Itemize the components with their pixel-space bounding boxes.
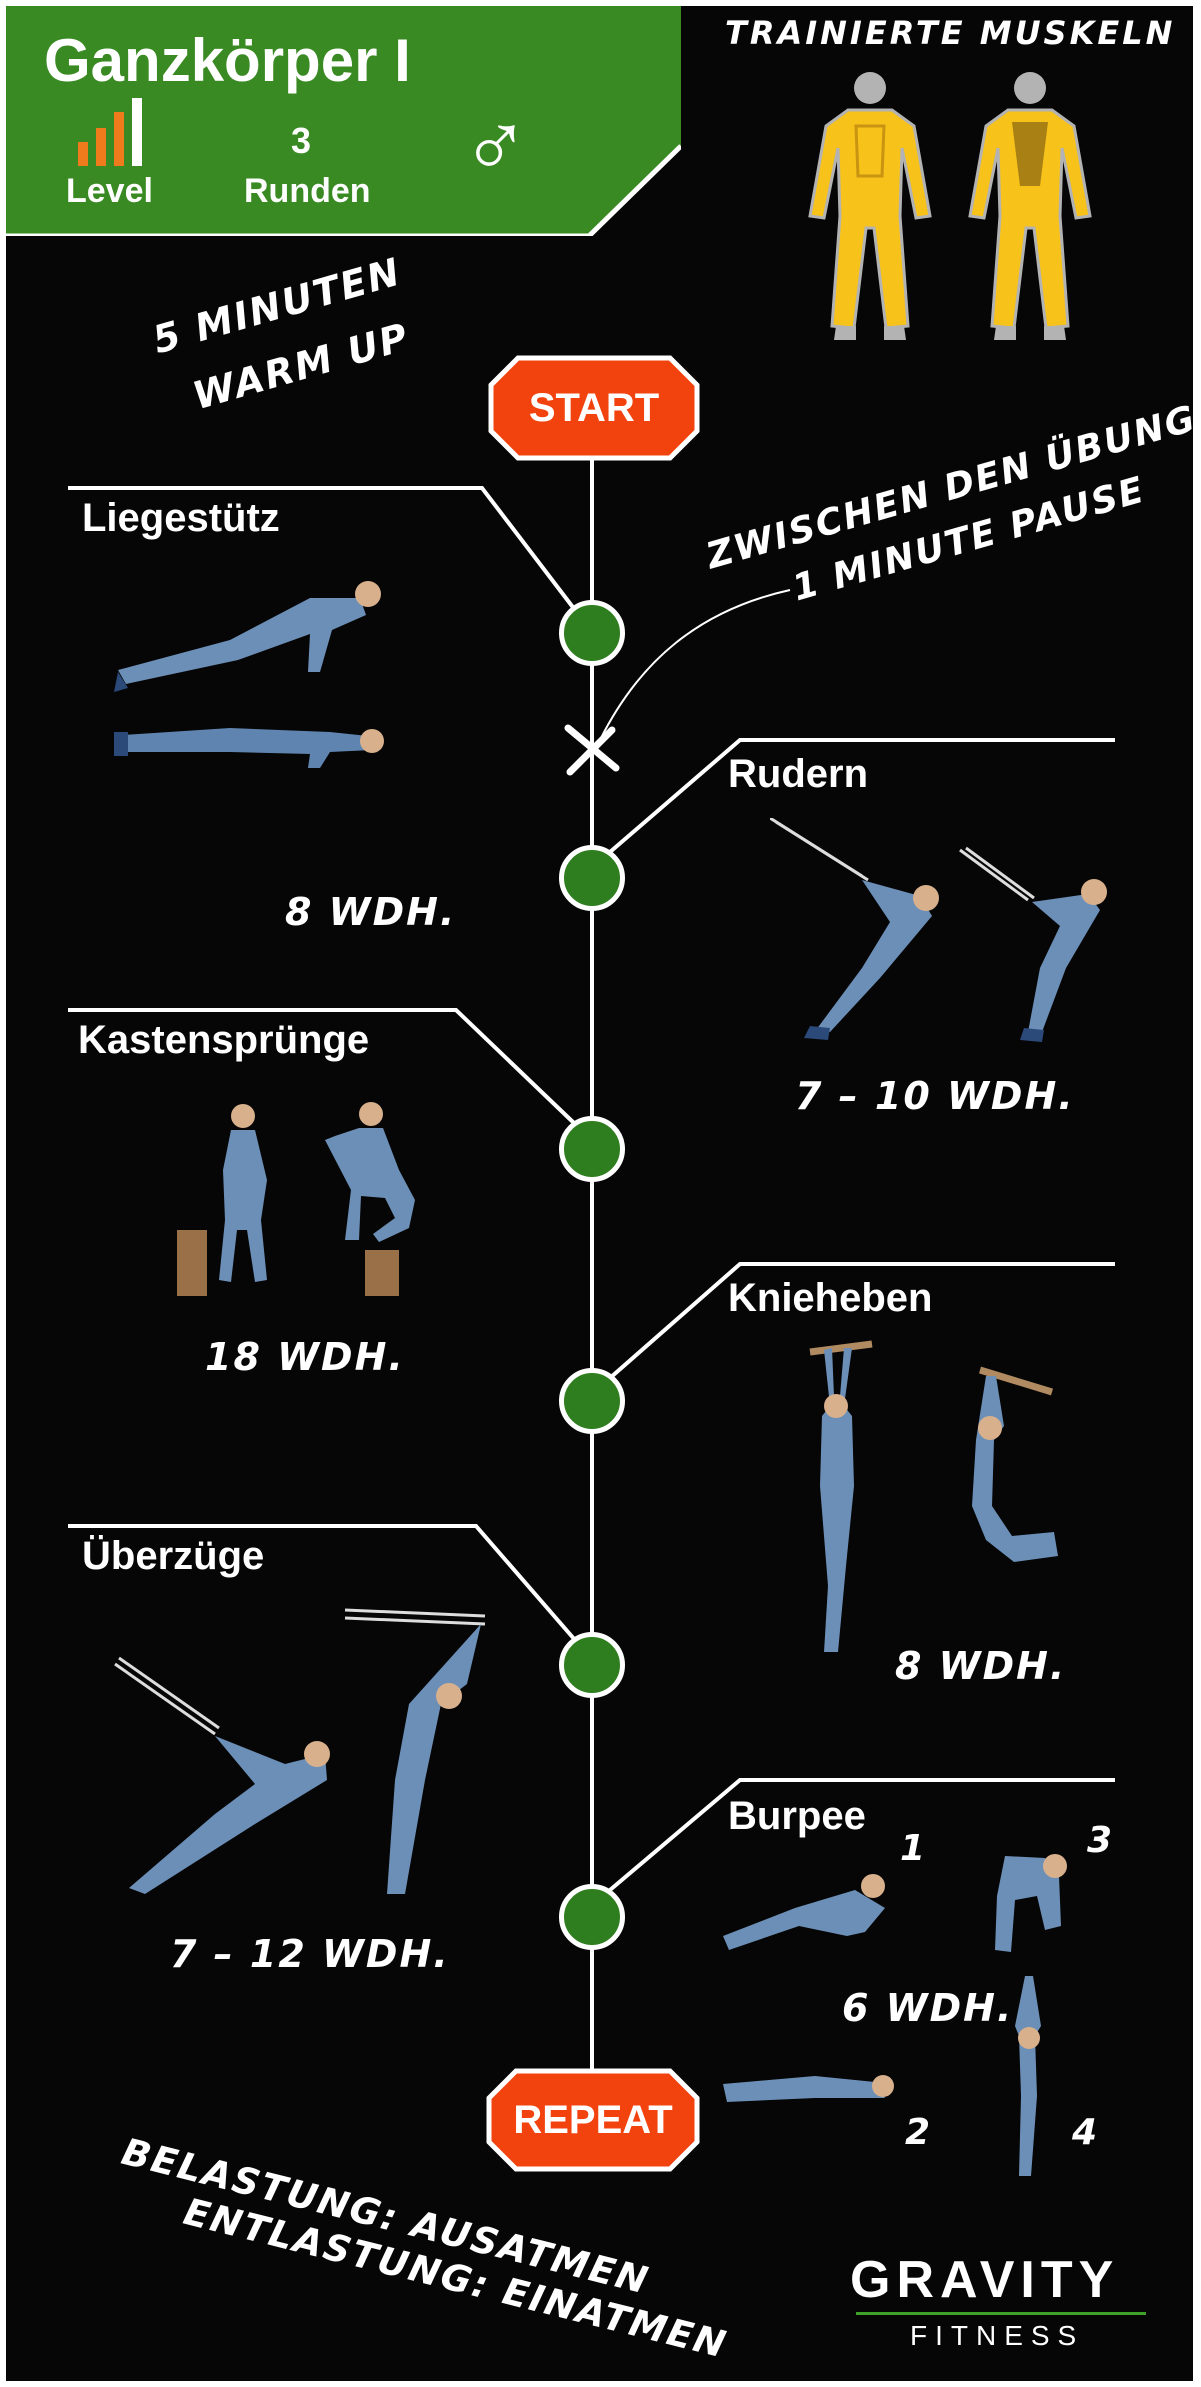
exercise-name-3: Kastensprünge xyxy=(78,1018,370,1062)
muscle-map-figure xyxy=(808,72,1092,340)
header-banner: Ganzkörper I Level 3 Runden ♂ xyxy=(6,6,681,236)
exercise-reps-6: 6 WDH. xyxy=(842,1986,1014,2030)
exercise-node-5 xyxy=(559,1632,625,1698)
exercise-name-4: Knieheben xyxy=(728,1276,933,1320)
header-shape xyxy=(6,6,681,236)
exercise-reps-3: 18 WDH. xyxy=(205,1335,405,1379)
exercise-node-1 xyxy=(559,600,625,666)
repeat-label: REPEAT xyxy=(513,2097,673,2142)
exercise-node-2 xyxy=(559,845,625,911)
logo-accent-line xyxy=(856,2312,1146,2315)
burpee-step-4: 4 xyxy=(1072,2112,1100,2153)
exercise-node-3 xyxy=(559,1116,625,1182)
logo-tagline: FITNESS xyxy=(910,2320,1085,2351)
exercise-node-4 xyxy=(559,1368,625,1434)
start-sign: START xyxy=(488,355,700,461)
pushup-figure xyxy=(114,581,384,768)
muscles-title: TRAINIERTE MUSKELN xyxy=(725,14,1176,52)
exercise-name-1: Liegestütz xyxy=(82,496,280,540)
exercise-reps-4: 8 WDH. xyxy=(895,1644,1067,1688)
repeat-sign: REPEAT xyxy=(486,2068,700,2172)
rounds-label: Runden xyxy=(244,172,371,210)
knee-raise-figure xyxy=(809,1340,1058,1652)
exercise-node-6 xyxy=(559,1884,625,1950)
box-jump-figure xyxy=(177,1102,415,1296)
rounds-count: 3 xyxy=(291,120,312,161)
workout-title: Ganzkörper I xyxy=(44,27,411,94)
burpee-figure xyxy=(723,1854,1067,2176)
burpee-step-1: 1 xyxy=(900,1828,928,1869)
logo-wordmark: GRAVITY xyxy=(850,2251,1120,2309)
pullover-figure xyxy=(114,1608,486,1894)
male-icon: ♂ xyxy=(461,95,530,197)
exercise-reps-5: 7 – 12 WDH. xyxy=(170,1932,450,1976)
exercise-reps-2: 7 – 10 WDH. xyxy=(795,1074,1075,1118)
burpee-step-3: 3 xyxy=(1087,1820,1115,1861)
burpee-step-2: 2 xyxy=(905,2112,933,2153)
exercise-name-2: Rudern xyxy=(728,752,868,796)
pause-cross-icon xyxy=(564,724,620,776)
exercise-name-5: Überzüge xyxy=(82,1534,265,1578)
exercise-name-6: Burpee xyxy=(728,1794,866,1838)
start-label: START xyxy=(528,385,660,430)
exercise-reps-1: 8 WDH. xyxy=(285,890,457,934)
row-figure xyxy=(770,818,1107,1042)
level-label: Level xyxy=(66,172,153,210)
level-bars-icon xyxy=(78,98,142,166)
